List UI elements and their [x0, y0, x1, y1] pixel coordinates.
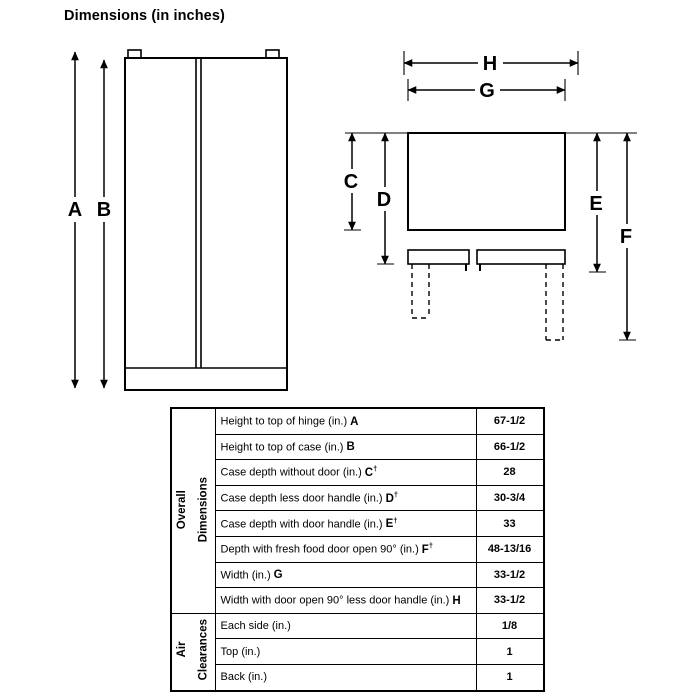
dimension-b-label: B [97, 199, 111, 221]
dimensions-table: Overall Dimensions Height to top of hing… [170, 407, 545, 692]
row-label: Height to top of case (in.)B [214, 433, 477, 461]
dimension-d: D [373, 132, 396, 265]
dim-letter: G [273, 569, 283, 582]
dimension-a-label-bg [63, 197, 87, 222]
table-row: Back (in.) 1 [171, 663, 545, 692]
row-label-text: Case depth with door handle (in.) [220, 518, 383, 531]
hinge-right [265, 49, 280, 59]
row-value: 1 [475, 663, 545, 692]
dimension-h-label: H [483, 53, 497, 75]
dimension-h: H [403, 51, 579, 75]
row-label-text: Each side (in.) [220, 620, 291, 632]
row-value: 66-1/2 [475, 433, 545, 461]
fridge-front-view [124, 49, 288, 391]
table-row: Case depth with door handle (in.)E† 33 [171, 510, 545, 537]
row-value: 28 [475, 459, 545, 486]
fresh-food-door-panel [476, 249, 566, 265]
case-top-outline [407, 132, 566, 231]
page-title: Dimensions (in inches) [64, 8, 225, 24]
group-header-overall-dimensions: Overall Dimensions [170, 407, 216, 614]
row-label-text: Depth with fresh food door open 90° (in.… [220, 543, 419, 556]
dim-letter: A [350, 415, 359, 428]
dimension-c-label-bg [340, 169, 363, 193]
dagger-mark: † [393, 489, 399, 499]
row-label: Height to top of hinge (in.)A [214, 407, 477, 435]
table-row: Top (in.) 1 [171, 638, 545, 665]
dim-letter: H [452, 594, 461, 607]
dim-letter: D [385, 492, 394, 505]
dimension-a: A [63, 51, 87, 389]
row-label-text: Back (in.) [220, 671, 267, 684]
row-label: Each side (in.) [214, 612, 477, 640]
dimension-c-label: C [344, 171, 358, 193]
row-value: 33-1/2 [475, 587, 545, 614]
group-label-air-clearances: Air Clearances [176, 619, 210, 681]
table-row: Width with door open 90° less door handl… [171, 587, 545, 614]
table-row: Height to top of case (in.)B 66-1/2 [171, 433, 545, 461]
dimension-h-label-bg [478, 51, 503, 75]
row-label: Case depth with door handle (in.)E† [214, 510, 477, 537]
dim-letter: B [346, 441, 355, 454]
dimension-g: G [407, 78, 566, 102]
row-value: 48-13/16 [475, 535, 545, 563]
dimension-d-label: D [377, 189, 391, 211]
dagger-mark: † [373, 464, 378, 474]
freezer-door-panel [407, 249, 470, 265]
row-label-text: Width with door open 90° less door handl… [220, 594, 450, 607]
dim-letter: F [421, 543, 429, 556]
fridge-case-outline [124, 57, 288, 391]
row-label: Top (in.) [214, 638, 477, 665]
row-label-text: Height to top of case (in.) [220, 441, 344, 454]
table-row: Case depth without door (in.)C† 28 [171, 459, 545, 486]
dagger-mark: † [428, 541, 433, 551]
dim-letter: C [364, 466, 374, 479]
dimension-b-label-bg [92, 197, 116, 222]
dimension-f: F [615, 132, 638, 341]
dimensions-diagram: A B H [63, 49, 638, 391]
dimension-b: B [92, 59, 116, 389]
table-row: Case depth less door handle (in.)D† 30-3… [171, 484, 545, 512]
dim-letter: E [385, 518, 394, 531]
dimension-g-label-bg [475, 78, 500, 102]
dimension-e-label: E [589, 193, 602, 215]
row-label-text: Top (in.) [220, 645, 261, 658]
table-row: Depth with fresh food door open 90° (in.… [171, 535, 545, 563]
hinge-left [127, 49, 142, 59]
row-label: Width (in.)G [214, 561, 477, 589]
row-label: Depth with fresh food door open 90° (in.… [214, 535, 477, 563]
row-label: Case depth less door handle (in.)D† [214, 484, 477, 512]
row-value: 1 [475, 638, 545, 665]
row-label-text: Case depth without door (in.) [220, 466, 362, 479]
row-label-text: Width (in.) [220, 569, 271, 582]
row-value: 67-1/2 [475, 407, 545, 435]
dimension-a-label: A [68, 199, 82, 221]
row-label-text: Case depth less door handle (in.) [220, 492, 383, 505]
group-header-air-clearances: Air Clearances [170, 612, 216, 692]
row-label: Back (in.) [214, 663, 477, 692]
row-label: Width with door open 90° less door handl… [214, 587, 477, 614]
dimension-e-label-bg [585, 191, 608, 215]
row-value: 30-3/4 [475, 484, 545, 512]
dimension-e: E [585, 132, 608, 273]
dagger-mark: † [393, 515, 398, 525]
dimension-c: C [340, 132, 363, 231]
row-label: Case depth without door (in.)C† [214, 459, 477, 486]
row-label-text: Height to top of hinge (in.) [220, 415, 348, 428]
dimension-f-label-bg [615, 224, 638, 248]
row-value: 33 [475, 510, 545, 537]
table-row: Air Clearances Each side (in.) 1/8 [170, 612, 545, 692]
dimension-f-label: F [620, 226, 632, 248]
group-label-overall-dimensions: Overall Dimensions [176, 476, 210, 542]
fridge-top-view [407, 132, 566, 341]
row-value: 1/8 [475, 612, 545, 640]
dimension-d-label-bg [373, 187, 396, 211]
table-row: Overall Dimensions Height to top of hing… [170, 407, 545, 614]
table-row: Width (in.)G 33-1/2 [171, 561, 545, 589]
dimension-g-label: G [479, 80, 495, 102]
row-value: 33-1/2 [475, 561, 545, 589]
